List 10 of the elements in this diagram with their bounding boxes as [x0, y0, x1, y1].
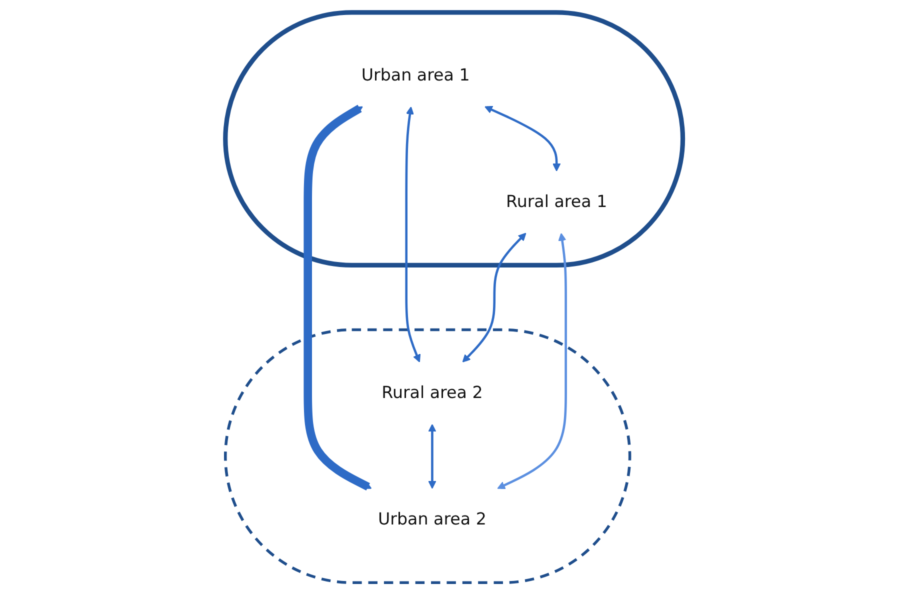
node-text: Rural area 1 [506, 192, 608, 212]
arrow [406, 106, 421, 362]
node-text: Urban area 1 [362, 65, 470, 85]
node-text: Rural area 2 [382, 382, 484, 402]
arrow [428, 423, 437, 488]
node-text: Urban area 2 [378, 509, 487, 529]
arrow [484, 105, 562, 171]
arrow [498, 232, 568, 489]
arrow [304, 104, 372, 490]
arrow [462, 232, 527, 362]
